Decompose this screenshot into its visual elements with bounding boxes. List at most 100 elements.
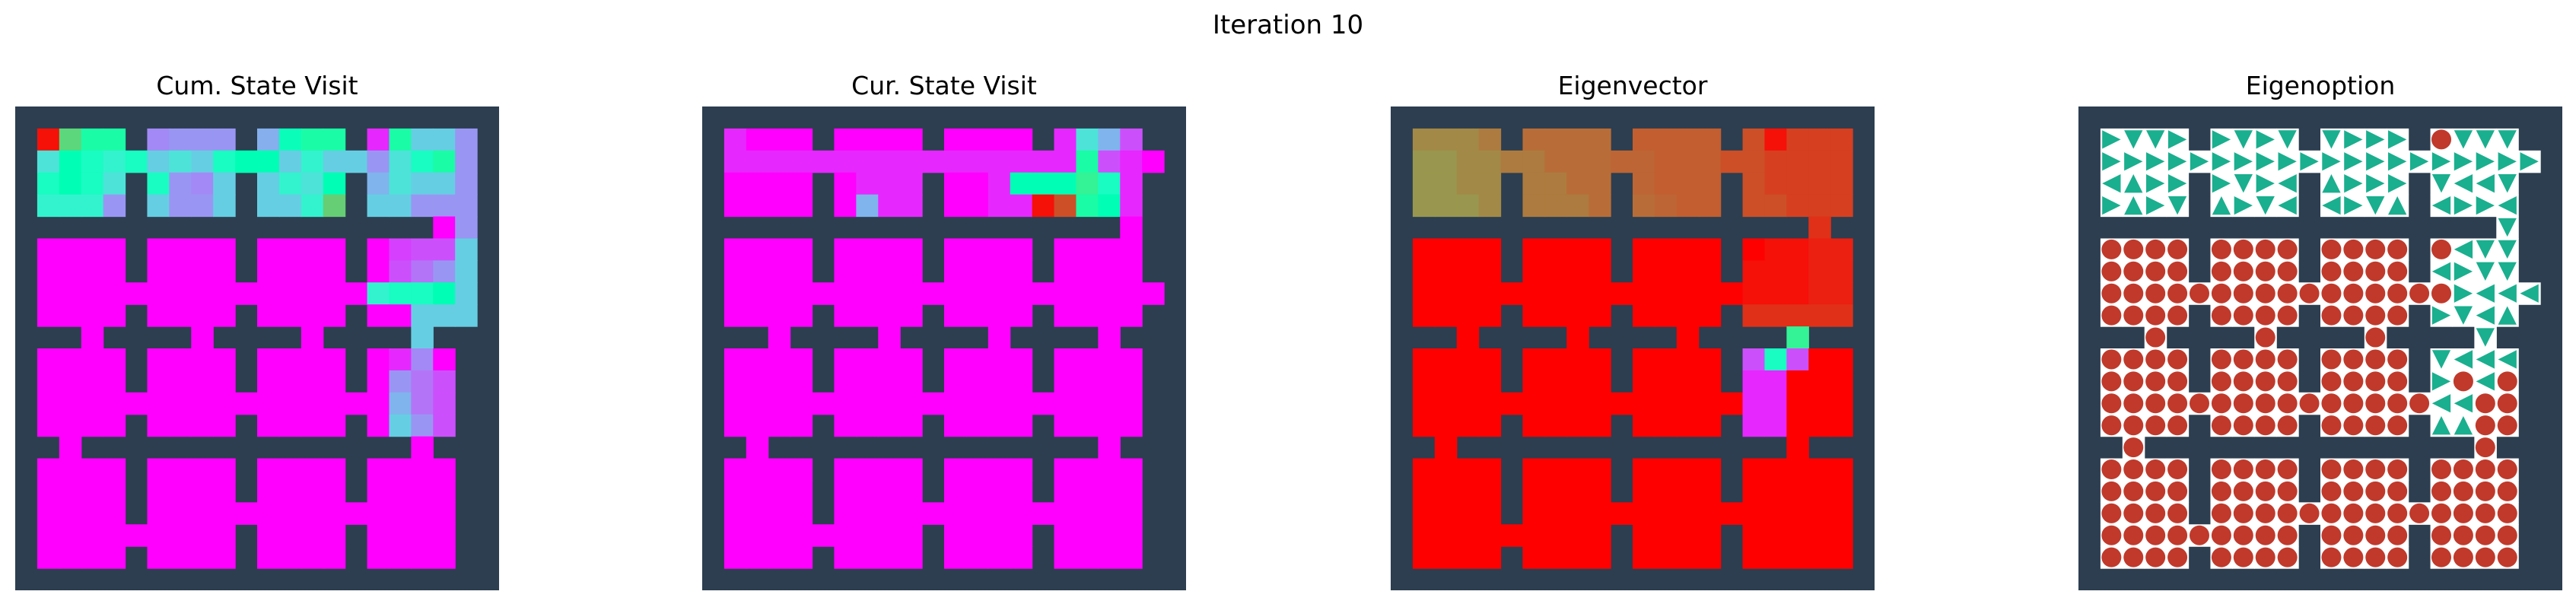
heatmap-cell — [191, 370, 214, 393]
heatmap-cell — [301, 458, 324, 482]
heatmap-cell — [1522, 172, 1545, 196]
terminate-marker — [2255, 481, 2275, 501]
heatmap-cell — [37, 546, 60, 569]
heatmap-cell — [37, 480, 60, 503]
heatmap-cell — [1566, 326, 1589, 349]
heatmap-cell — [1676, 194, 1700, 218]
heatmap-cell — [878, 392, 901, 415]
heatmap-cell — [1434, 370, 1458, 393]
heatmap-cell — [900, 480, 923, 503]
heatmap-cell — [191, 392, 214, 415]
heatmap-cell — [878, 546, 901, 569]
heatmap-cell — [790, 282, 813, 305]
terminate-marker — [2343, 371, 2364, 392]
heatmap-cell — [1522, 238, 1545, 261]
heatmap-cell — [856, 150, 879, 173]
heatmap-cell — [147, 282, 170, 305]
heatmap-cell — [367, 480, 390, 503]
heatmap-cell — [1633, 304, 1655, 327]
heatmap-cell — [1120, 458, 1143, 482]
heatmap-cell — [278, 502, 302, 525]
heatmap-cell — [103, 392, 126, 415]
terminate-marker — [2343, 393, 2364, 414]
heatmap-cell — [1522, 370, 1545, 393]
heatmap-cell — [191, 304, 214, 327]
heatmap-cell — [1764, 128, 1787, 151]
arrow-marker — [2102, 152, 2121, 171]
heatmap-cell — [944, 348, 967, 371]
heatmap-cell — [235, 282, 258, 305]
heatmap-cell — [1076, 480, 1099, 503]
heatmap-cell — [1434, 546, 1458, 569]
heatmap-cell — [37, 128, 60, 151]
heatmap-cell — [1098, 282, 1121, 305]
heatmap-cell — [389, 458, 412, 482]
heatmap-cell — [59, 414, 82, 437]
heatmap-cell — [1032, 282, 1055, 305]
heatmap-cell — [1120, 238, 1143, 261]
heatmap-cell — [1786, 172, 1809, 196]
heatmap-cell — [1456, 282, 1480, 305]
arrow-marker — [2476, 130, 2495, 149]
terminate-marker — [2123, 349, 2144, 370]
heatmap-cell — [1742, 414, 1766, 437]
heatmap-cell — [856, 348, 879, 371]
heatmap-cell — [59, 128, 82, 151]
heatmap-cell — [257, 128, 280, 151]
arrow-marker — [2498, 240, 2517, 259]
heatmap-cell — [878, 194, 901, 218]
heatmap-cell — [900, 304, 923, 327]
heatmap-cell — [257, 392, 280, 415]
heatmap-cell — [169, 392, 192, 415]
heatmap-cell — [724, 414, 747, 437]
heatmap-cell — [1456, 326, 1480, 349]
heatmap-cell — [169, 282, 192, 305]
heatmap-cell — [1500, 524, 1524, 547]
heatmap-cell — [1054, 414, 1077, 437]
heatmap-cell — [1478, 414, 1502, 437]
heatmap-cell — [746, 348, 769, 371]
heatmap-cell — [1522, 414, 1545, 437]
heatmap-cell — [411, 128, 434, 151]
heatmap-cell — [834, 194, 857, 218]
arrow-marker — [2498, 152, 2517, 171]
heatmap-cell — [169, 172, 192, 196]
heatmap-cell — [1808, 392, 1831, 415]
heatmap-cell — [878, 304, 901, 327]
heatmap-cell — [1544, 150, 1567, 173]
terminate-marker — [2343, 459, 2364, 480]
terminate-marker — [2497, 481, 2517, 501]
terminate-marker — [2431, 547, 2452, 567]
heatmap-cell — [1434, 260, 1458, 283]
terminate-marker — [2145, 503, 2166, 523]
terminate-marker — [2233, 349, 2253, 370]
heatmap-cell — [278, 238, 302, 261]
arrow-marker — [2431, 196, 2451, 215]
heatmap-cell — [1589, 414, 1611, 437]
arrow-marker — [2476, 262, 2495, 281]
heatmap-cell — [59, 546, 82, 569]
heatmap-cell — [1566, 370, 1589, 393]
terminate-marker — [2321, 525, 2342, 545]
heatmap-cell — [1589, 282, 1611, 305]
heatmap-cell — [944, 524, 967, 547]
heatmap-cell — [301, 370, 324, 393]
heatmap-cell — [411, 194, 434, 218]
heatmap-cell — [965, 260, 989, 283]
arrow-marker — [2102, 196, 2121, 215]
heatmap-cell — [856, 260, 879, 283]
heatmap-cell — [965, 150, 989, 173]
heatmap-cell — [301, 238, 324, 261]
heatmap-cell — [257, 260, 280, 283]
heatmap-cell — [213, 546, 236, 569]
heatmap-cell — [213, 370, 236, 393]
heatmap-cell — [965, 304, 989, 327]
heatmap-cell — [345, 282, 368, 305]
panel-title: Eigenvector — [1558, 71, 1708, 100]
heatmap-cell — [1654, 392, 1678, 415]
heatmap-cell — [323, 414, 346, 437]
arrow-marker — [2498, 196, 2517, 215]
terminate-marker — [2387, 283, 2408, 304]
heatmap-cell — [834, 524, 857, 547]
heatmap-cell — [1589, 304, 1611, 327]
